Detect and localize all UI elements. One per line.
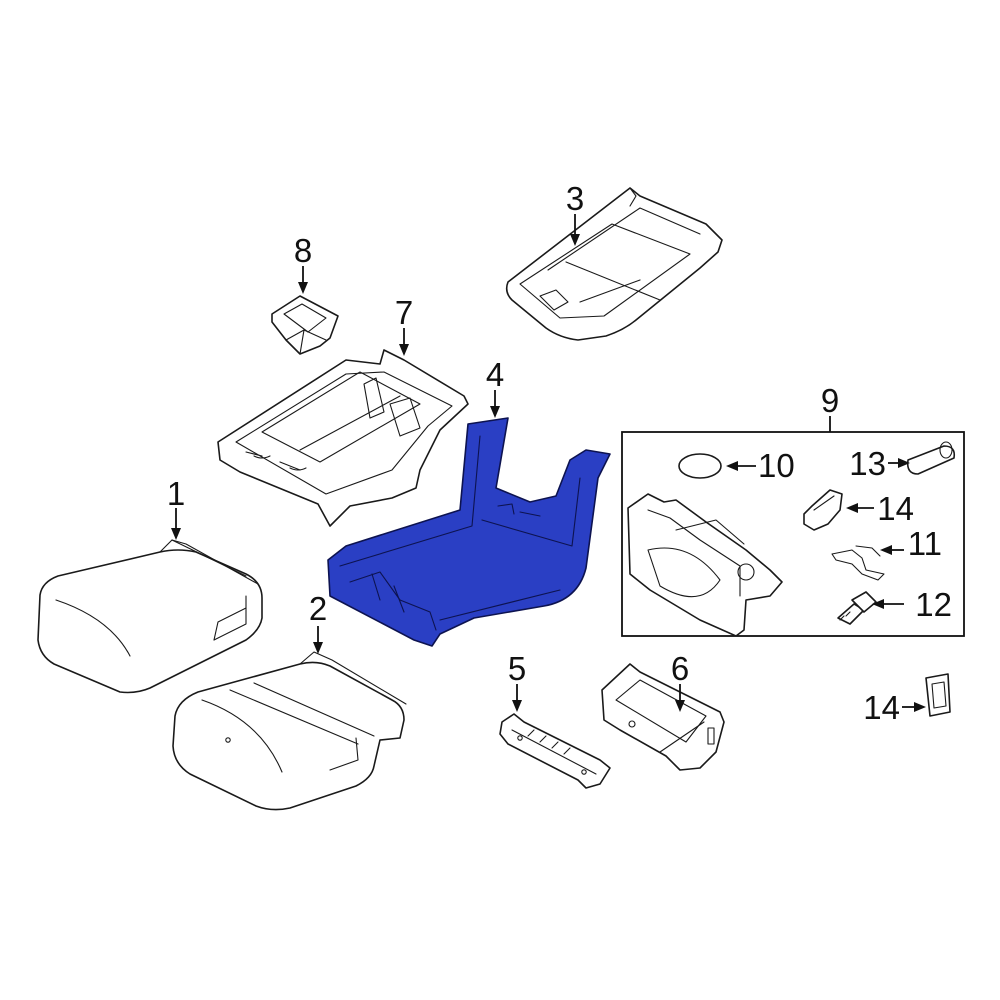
callout-1: 1 <box>167 475 185 512</box>
part-8-bin-insert[interactable] <box>271 295 339 355</box>
part-9-cupholder-assembly[interactable] <box>627 493 783 637</box>
part-4-console-base[interactable] <box>327 417 611 647</box>
callout-14-upper: 14 <box>877 490 914 527</box>
callout-5: 5 <box>508 650 526 687</box>
part-13-pin[interactable] <box>906 441 956 475</box>
callout-6: 6 <box>671 650 689 687</box>
callout-3: 3 <box>566 180 584 217</box>
group-9-frame <box>621 431 965 637</box>
callout-8: 8 <box>294 232 312 269</box>
callout-13: 13 <box>849 445 886 482</box>
part-1-seat-cushion[interactable] <box>37 539 263 694</box>
callout-7: 7 <box>395 294 413 331</box>
callout-2: 2 <box>309 590 327 627</box>
callout-10: 10 <box>758 447 795 484</box>
callout-11: 11 <box>908 525 942 562</box>
part-11-spring-clip[interactable] <box>831 545 885 581</box>
part-6-bracket[interactable] <box>601 663 725 771</box>
callout-9: 9 <box>821 382 839 419</box>
callout-12: 12 <box>915 586 952 623</box>
callout-14-lower: 14 <box>863 689 900 726</box>
callout-arrows <box>171 214 926 712</box>
callout-4: 4 <box>486 356 504 393</box>
part-5-bracket[interactable] <box>499 713 611 789</box>
part-2-seat-cushion[interactable] <box>172 651 407 811</box>
part-7-console-tray[interactable] <box>217 349 469 527</box>
part-3-console-lid[interactable] <box>505 187 723 341</box>
part-14-clip[interactable] <box>803 489 843 531</box>
part-12-screw[interactable] <box>837 591 877 625</box>
part-10-ring[interactable] <box>678 453 722 479</box>
part-14-insert[interactable] <box>925 673 951 717</box>
